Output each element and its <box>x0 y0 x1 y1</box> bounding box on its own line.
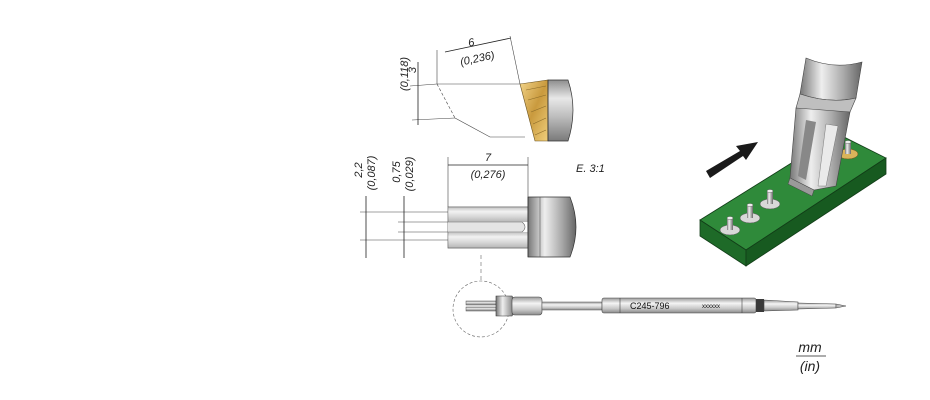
serial-mark: xxxxxx <box>702 304 720 310</box>
soldering-tip-3d <box>787 57 863 197</box>
side-length-in: (0,276) <box>471 169 506 181</box>
part-number: C245-796 <box>630 301 670 311</box>
top-width-in: (0,236) <box>459 50 496 69</box>
top-height-mm: 3 <box>407 66 419 73</box>
cartridge-drawing: C245-796 xxxxxx <box>452 255 847 338</box>
side-height2-mm: 0,75 <box>391 160 403 182</box>
side-height1-mm: 2,2 <box>353 162 365 178</box>
side-height1-in: (0,087) <box>366 155 378 190</box>
top-height-in: (0,118) <box>399 57 411 91</box>
scale-label: E. 3:1 <box>576 163 605 175</box>
unit-secondary: (in) <box>800 358 820 374</box>
unit-primary: mm <box>798 339 822 355</box>
application-illustration <box>699 57 887 267</box>
side-height2-in: (0,029) <box>404 156 416 191</box>
tip-collar <box>547 79 574 142</box>
top-width-mm: 6 <box>467 36 476 49</box>
direction-arrow-icon <box>706 142 758 178</box>
side-view-drawing: 7 (0,276) 2,2 (0,087) 0,75 (0,029) E. 3:… <box>353 152 605 258</box>
units-legend: mm (in) <box>796 339 826 374</box>
side-collar <box>527 196 577 258</box>
side-length-mm: 7 <box>485 152 492 164</box>
top-view-drawing: 6 (0,236) 3 (0,118) <box>399 35 574 142</box>
